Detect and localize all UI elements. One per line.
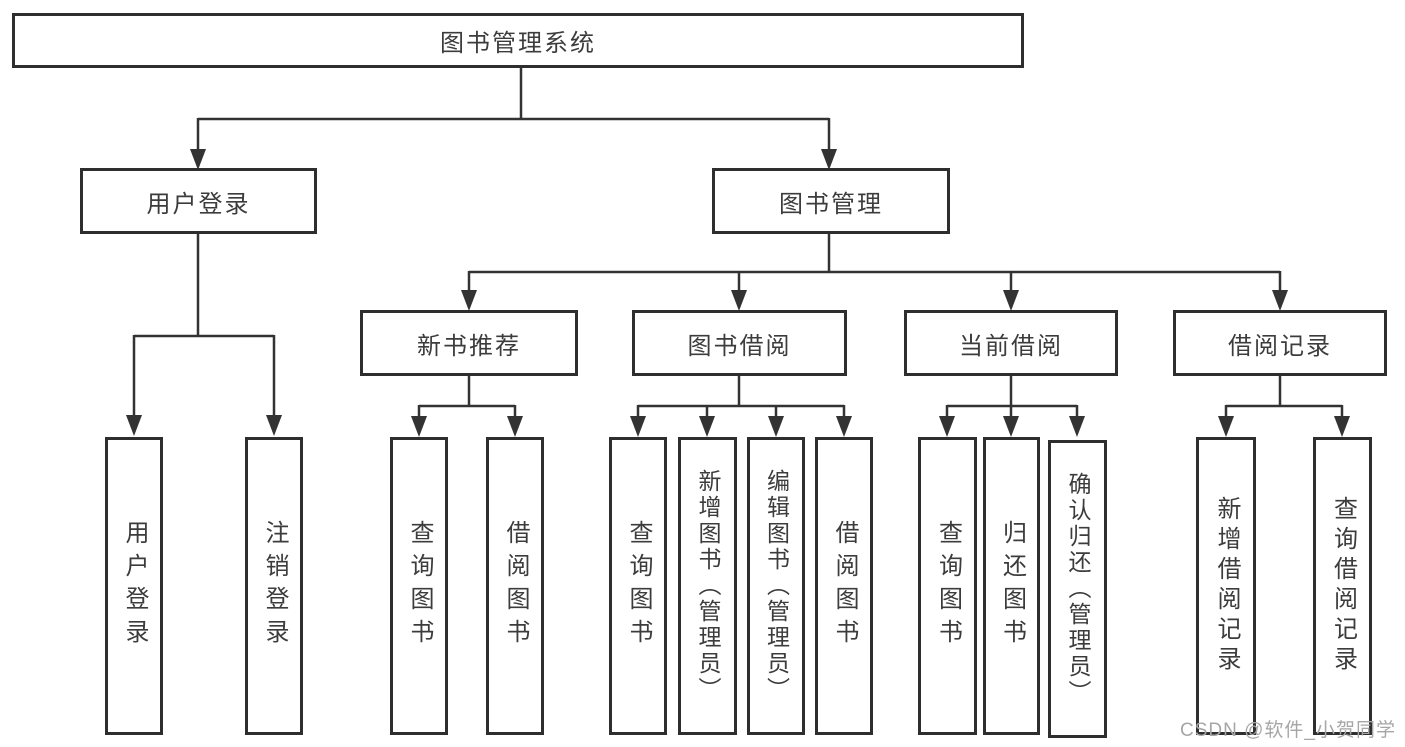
node-new-book-recommend: 新书推荐 <box>360 310 578 376</box>
arrowheads-current-borrow <box>939 416 1085 437</box>
connector-current-borrow-split <box>945 376 1079 419</box>
node-user-login: 用户登录 <box>80 168 317 234</box>
leaf-add-book-admin: 新增图书（管理员） <box>678 437 737 735</box>
node-current-borrow: 当前借阅 <box>904 310 1118 376</box>
connector-book-borrow-split <box>636 376 846 419</box>
arrowheads-level1 <box>190 149 837 170</box>
watermark: CSDN @软件_小贺同学 <box>1180 720 1396 741</box>
connector-borrow-records-split <box>1224 376 1344 419</box>
connector-new-book-recommend-split <box>417 376 517 419</box>
leaf-query-books-recommend: 查询图书 <box>390 437 448 735</box>
leaf-add-borrow-record: 新增借阅记录 <box>1196 437 1256 735</box>
node-book-borrow: 图书借阅 <box>632 310 847 376</box>
node-borrow-records: 借阅记录 <box>1173 310 1387 376</box>
arrowheads-borrow-records <box>1218 416 1350 437</box>
leaf-query-books-current: 查询图书 <box>918 437 977 735</box>
leaf-edit-book-admin: 编辑图书（管理员） <box>747 437 805 735</box>
connector-book-management-split <box>467 234 1282 293</box>
arrowheads-new-book-recommend <box>411 416 523 437</box>
leaf-query-borrow-record: 查询借阅记录 <box>1313 437 1372 735</box>
arrowheads-level2 <box>461 290 1288 311</box>
leaf-borrow-books: 借阅图书 <box>815 437 873 735</box>
node-library-system: 图书管理系统 <box>12 13 1024 68</box>
leaf-confirm-return-admin: 确认归还（管理员） <box>1048 440 1107 738</box>
connector-root-to-level1 <box>196 68 831 152</box>
connector-user-login-split <box>132 234 276 417</box>
leaf-user-login: 用户登录 <box>105 437 163 735</box>
node-book-management: 图书管理 <box>712 168 950 234</box>
leaf-query-books-borrow: 查询图书 <box>609 437 667 735</box>
leaf-logout: 注销登录 <box>245 437 303 735</box>
leaf-borrow-books-recommend: 借阅图书 <box>486 437 544 735</box>
leaf-return-books: 归还图书 <box>983 437 1040 735</box>
arrowheads-book-borrow <box>630 416 852 437</box>
arrowheads-user-login <box>126 415 282 436</box>
